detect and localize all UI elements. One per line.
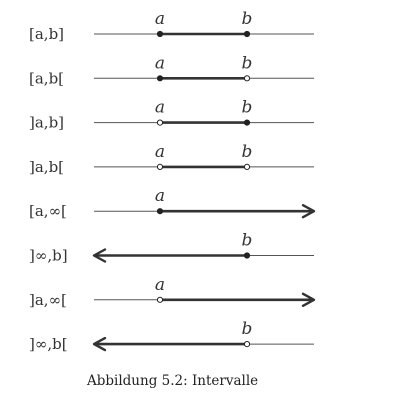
point-label-b: b [242, 9, 253, 29]
point-label-b: b [242, 319, 253, 339]
interval-notation: ]a,∞[ [29, 291, 67, 309]
interval-notation: ]∞,b[ [29, 335, 68, 353]
interval-notation: [a,b] [29, 25, 64, 43]
interval-notation: [a,∞[ [29, 202, 67, 220]
point-label-a: a [155, 142, 165, 162]
open-endpoint-a [156, 296, 164, 303]
interval-row: ]a,b[ a b [29, 142, 314, 176]
closed-endpoint-a [156, 75, 164, 82]
closed-endpoint-b [243, 119, 251, 126]
arrowhead-left [92, 336, 107, 352]
arrowhead-right [301, 203, 316, 219]
interval-notation: ]a,b] [29, 114, 64, 132]
point-label-a: a [155, 98, 165, 118]
point-label-a: a [155, 9, 165, 29]
interval-row: [a,b[ a b [29, 53, 314, 87]
closed-endpoint-b [243, 30, 251, 38]
interval-notation: ]a,b[ [29, 158, 64, 176]
point-label-b: b [242, 142, 253, 162]
point-label-b: b [242, 231, 253, 251]
point-label-a: a [155, 275, 165, 295]
closed-endpoint-a [156, 30, 164, 38]
interval-row: ]∞,b] b [29, 231, 314, 265]
closed-endpoint-b [243, 252, 251, 259]
interval-row: ]a,∞[ a [29, 275, 316, 309]
open-endpoint-b [243, 341, 251, 348]
open-endpoint-a [156, 119, 164, 126]
figure-caption: Abbildung 5.2: Intervalle [86, 373, 258, 389]
interval-row: ]a,b] a b [29, 98, 314, 132]
open-endpoint-b [243, 163, 251, 170]
interval-notation: ]∞,b] [29, 247, 68, 265]
point-label-b: b [242, 53, 253, 73]
interval-notation: [a,b[ [29, 69, 64, 87]
point-label-b: b [242, 98, 253, 118]
point-label-a: a [155, 53, 165, 73]
open-endpoint-a [156, 163, 164, 170]
arrowhead-left [92, 248, 107, 263]
open-endpoint-b [243, 75, 251, 82]
interval-row: [a,b] a b [29, 9, 314, 43]
interval-row: ]∞,b[ b [29, 319, 314, 353]
interval-rows: [a,b] a b [a,b[ a b ]a,b] a b ]a,b[ a b [a,∞[ a ]∞,b] b… [29, 9, 316, 353]
interval-row: [a,∞[ a [29, 186, 316, 220]
closed-endpoint-a [156, 208, 164, 215]
point-label-a: a [155, 186, 165, 206]
arrowhead-right [301, 292, 316, 307]
